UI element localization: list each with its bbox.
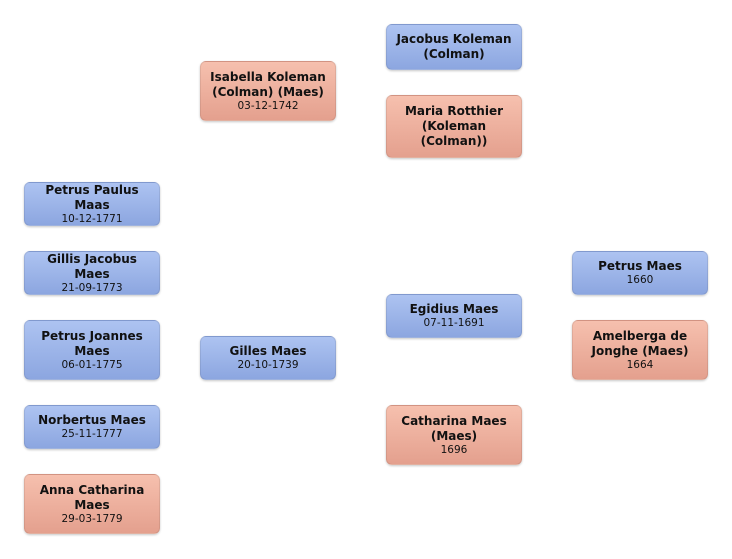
- person-date: 1696: [440, 443, 468, 456]
- person-date: 07-11-1691: [423, 317, 485, 329]
- person-name: Catharina Maes (Maes): [401, 413, 507, 443]
- person-box-amelberga-de-jonghe[interactable]: Amelberga de Jonghe (Maes) 1664: [572, 320, 708, 380]
- person-box-isabella-koleman[interactable]: Isabella Koleman (Colman) (Maes) 03-12-1…: [200, 61, 336, 121]
- person-date: 1664: [626, 358, 654, 371]
- person-name: Isabella Koleman (Colman) (Maes): [210, 69, 326, 99]
- person-box-norbertus-maes[interactable]: Norbertus Maes 25-11-1777: [24, 405, 160, 449]
- person-name: Petrus Paulus Maas: [45, 182, 139, 212]
- person-name: Norbertus Maes: [38, 413, 146, 427]
- person-date: 21-09-1773: [61, 281, 123, 294]
- person-name: Gilles Maes: [229, 344, 307, 358]
- person-name: Petrus Joannes Maes: [41, 328, 143, 358]
- person-box-gilles-maes[interactable]: Gilles Maes 20-10-1739: [200, 336, 336, 380]
- person-box-egidius-maes[interactable]: Egidius Maes 07-11-1691: [386, 294, 522, 338]
- person-box-catharina-maes[interactable]: Catharina Maes (Maes) 1696: [386, 405, 522, 465]
- person-name: Amelberga de Jonghe (Maes): [591, 328, 689, 358]
- person-box-jacobus-koleman[interactable]: Jacobus Koleman (Colman): [386, 24, 522, 70]
- person-box-petrus-paulus-maas[interactable]: Petrus Paulus Maas 10-12-1771: [24, 182, 160, 226]
- person-date: 10-12-1771: [61, 212, 123, 225]
- person-box-petrus-maes[interactable]: Petrus Maes 1660: [572, 251, 708, 295]
- person-box-petrus-joannes-maes[interactable]: Petrus Joannes Maes 06-01-1775: [24, 320, 160, 380]
- person-box-gillis-jacobus-maes[interactable]: Gillis Jacobus Maes 21-09-1773: [24, 251, 160, 295]
- person-date: 29-03-1779: [61, 512, 123, 525]
- person-date: 25-11-1777: [61, 428, 123, 440]
- person-date: 20-10-1739: [237, 359, 299, 371]
- person-name: Maria Rotthier (Koleman (Colman)): [404, 104, 503, 148]
- person-name: Petrus Maes: [598, 259, 682, 273]
- person-date: 06-01-1775: [61, 358, 123, 371]
- person-name: Jacobus Koleman (Colman): [396, 32, 512, 61]
- person-box-maria-rotthier[interactable]: Maria Rotthier (Koleman (Colman)): [386, 95, 522, 158]
- person-name: Egidius Maes: [409, 302, 499, 316]
- person-name: Gillis Jacobus Maes: [47, 251, 137, 281]
- person-date: 1660: [626, 274, 654, 286]
- person-date: 03-12-1742: [237, 99, 299, 112]
- person-name: Anna Catharina Maes: [39, 482, 145, 512]
- person-box-anna-catharina-maes[interactable]: Anna Catharina Maes 29-03-1779: [24, 474, 160, 534]
